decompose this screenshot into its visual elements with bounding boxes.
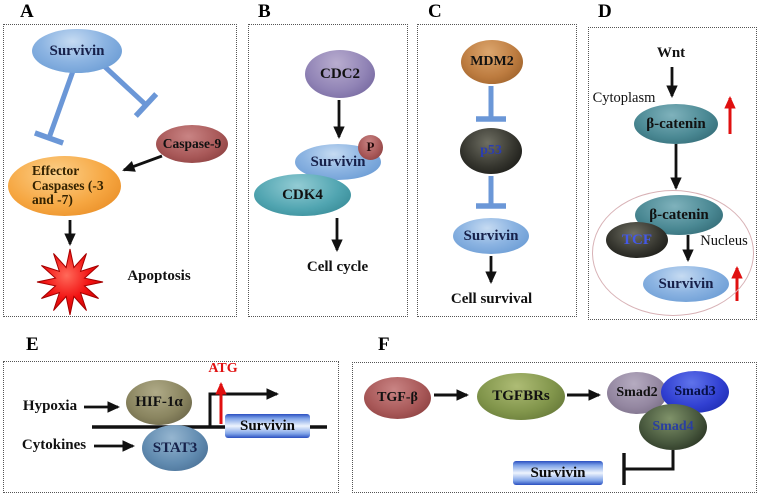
arrow-caspase9-effector <box>122 154 163 172</box>
apoptosis-starburst <box>36 248 104 316</box>
transcription-start-arrow <box>208 388 279 427</box>
node-caspase9: Caspase-9 <box>156 125 228 163</box>
nucleus-outline <box>592 190 754 316</box>
inhibit-survivin-effector-caspases <box>33 70 76 146</box>
panel-d-border <box>588 27 757 320</box>
node-p53: p53 <box>460 128 522 174</box>
cytoplasm-label: Cytoplasm <box>592 90 656 106</box>
apoptosis-label: Apoptosis <box>127 268 191 284</box>
node-stat3: STAT3 <box>142 425 208 471</box>
panel-a-border <box>3 24 237 317</box>
panel-e-label: E <box>26 334 39 355</box>
panel-c-border <box>417 24 577 317</box>
panel-b-label: B <box>258 1 271 22</box>
node-effector-caspases: Effector Caspases (-3 and -7) <box>8 156 121 216</box>
node-tcf: TCF <box>606 222 668 258</box>
node-tgfbrs: TGFBRs <box>477 373 565 420</box>
inhibit-survivin-caspase9 <box>102 64 159 118</box>
survivin-gene-box-f: Survivin <box>513 461 603 485</box>
cell-cycle-label: Cell cycle <box>306 259 369 275</box>
cell-survival-label: Cell survival <box>450 291 533 307</box>
node-cdc2: CDC2 <box>305 50 375 98</box>
panel-a-label: A <box>20 1 34 22</box>
node-smad4: Smad4 <box>639 404 707 450</box>
atg-label: ATG <box>208 361 238 376</box>
node-mdm2: MDM2 <box>461 40 523 84</box>
panel-f-border <box>352 362 757 493</box>
panel-d-label: D <box>598 1 612 22</box>
panel-b-border <box>248 24 408 317</box>
survivin-gene-box-e: Survivin <box>225 414 310 438</box>
wnt-label: Wnt <box>656 45 686 61</box>
hypoxia-label: Hypoxia <box>22 398 78 414</box>
inhibit-smad4-survivin <box>622 450 675 485</box>
node-phospho-p: P <box>358 135 383 160</box>
node-tgf-beta: TGF-β <box>364 377 431 419</box>
nucleus-label: Nucleus <box>700 233 748 249</box>
panel-f-label: F <box>378 334 390 355</box>
panel-c-label: C <box>428 1 442 22</box>
node-survivin-d: Survivin <box>643 266 729 302</box>
node-survivin-c: Survivin <box>453 218 529 254</box>
node-survivin-a: Survivin <box>32 29 122 73</box>
node-cdk4: CDK4 <box>254 174 351 216</box>
panel-e-border <box>3 361 339 493</box>
cytokines-label: Cytokines <box>21 437 87 453</box>
node-bcatenin-cytoplasm: β-catenin <box>634 104 718 144</box>
node-hif1a: HIF-1α <box>126 380 192 425</box>
